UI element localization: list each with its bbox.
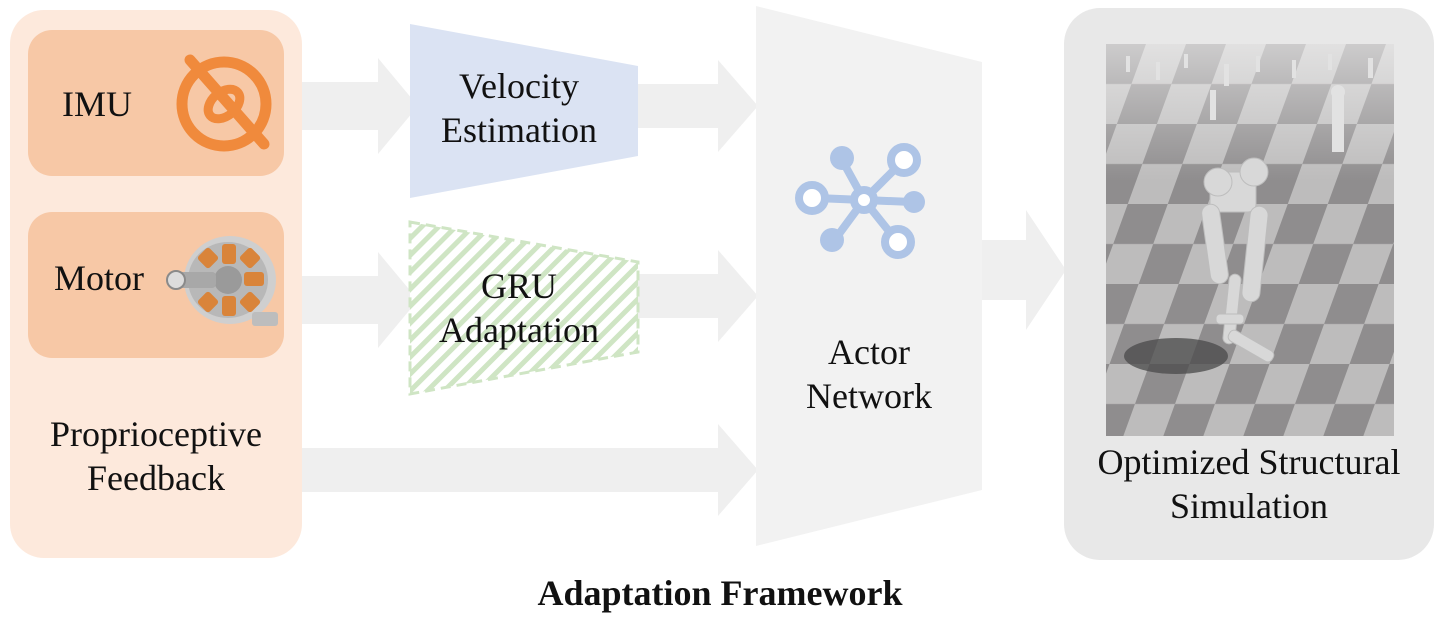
- arrow-feedback-to-actor: [300, 424, 758, 516]
- motor-label: Motor: [54, 258, 144, 298]
- actor-line2: Network: [806, 376, 932, 416]
- simulation-line1: Optimized Structural: [1097, 442, 1401, 482]
- proprioceptive-title-line1: Proprioceptive: [50, 414, 262, 454]
- motor-image: [166, 236, 278, 326]
- actor-network-block: [756, 6, 982, 546]
- arrow-motor-to-gru: [300, 252, 418, 348]
- gru-line2: Adaptation: [439, 310, 599, 350]
- arrow-imu-to-velocity: [300, 58, 418, 154]
- imu-label: IMU: [62, 84, 132, 124]
- proprioceptive-title-line2: Feedback: [87, 458, 225, 498]
- arrow-actor-to-simulation: [982, 210, 1066, 330]
- actor-line1: Actor: [828, 332, 910, 372]
- gru-line1: GRU: [480, 266, 557, 306]
- figure-caption: Adaptation Framework: [537, 573, 903, 613]
- network-graph-icon: [795, 143, 925, 259]
- velocity-estimation-block: [410, 24, 638, 198]
- arrow-velocity-to-actor: [638, 60, 758, 152]
- arrow-gru-to-actor: [638, 250, 758, 342]
- simulation-line2: Simulation: [1169, 486, 1328, 526]
- biped-robot-simulation-image: [1106, 44, 1394, 436]
- velocity-line1: Velocity: [459, 66, 579, 106]
- gru-adaptation-block: [408, 220, 640, 396]
- velocity-line2: Estimation: [441, 110, 597, 150]
- gyroscope-icon: [176, 54, 272, 152]
